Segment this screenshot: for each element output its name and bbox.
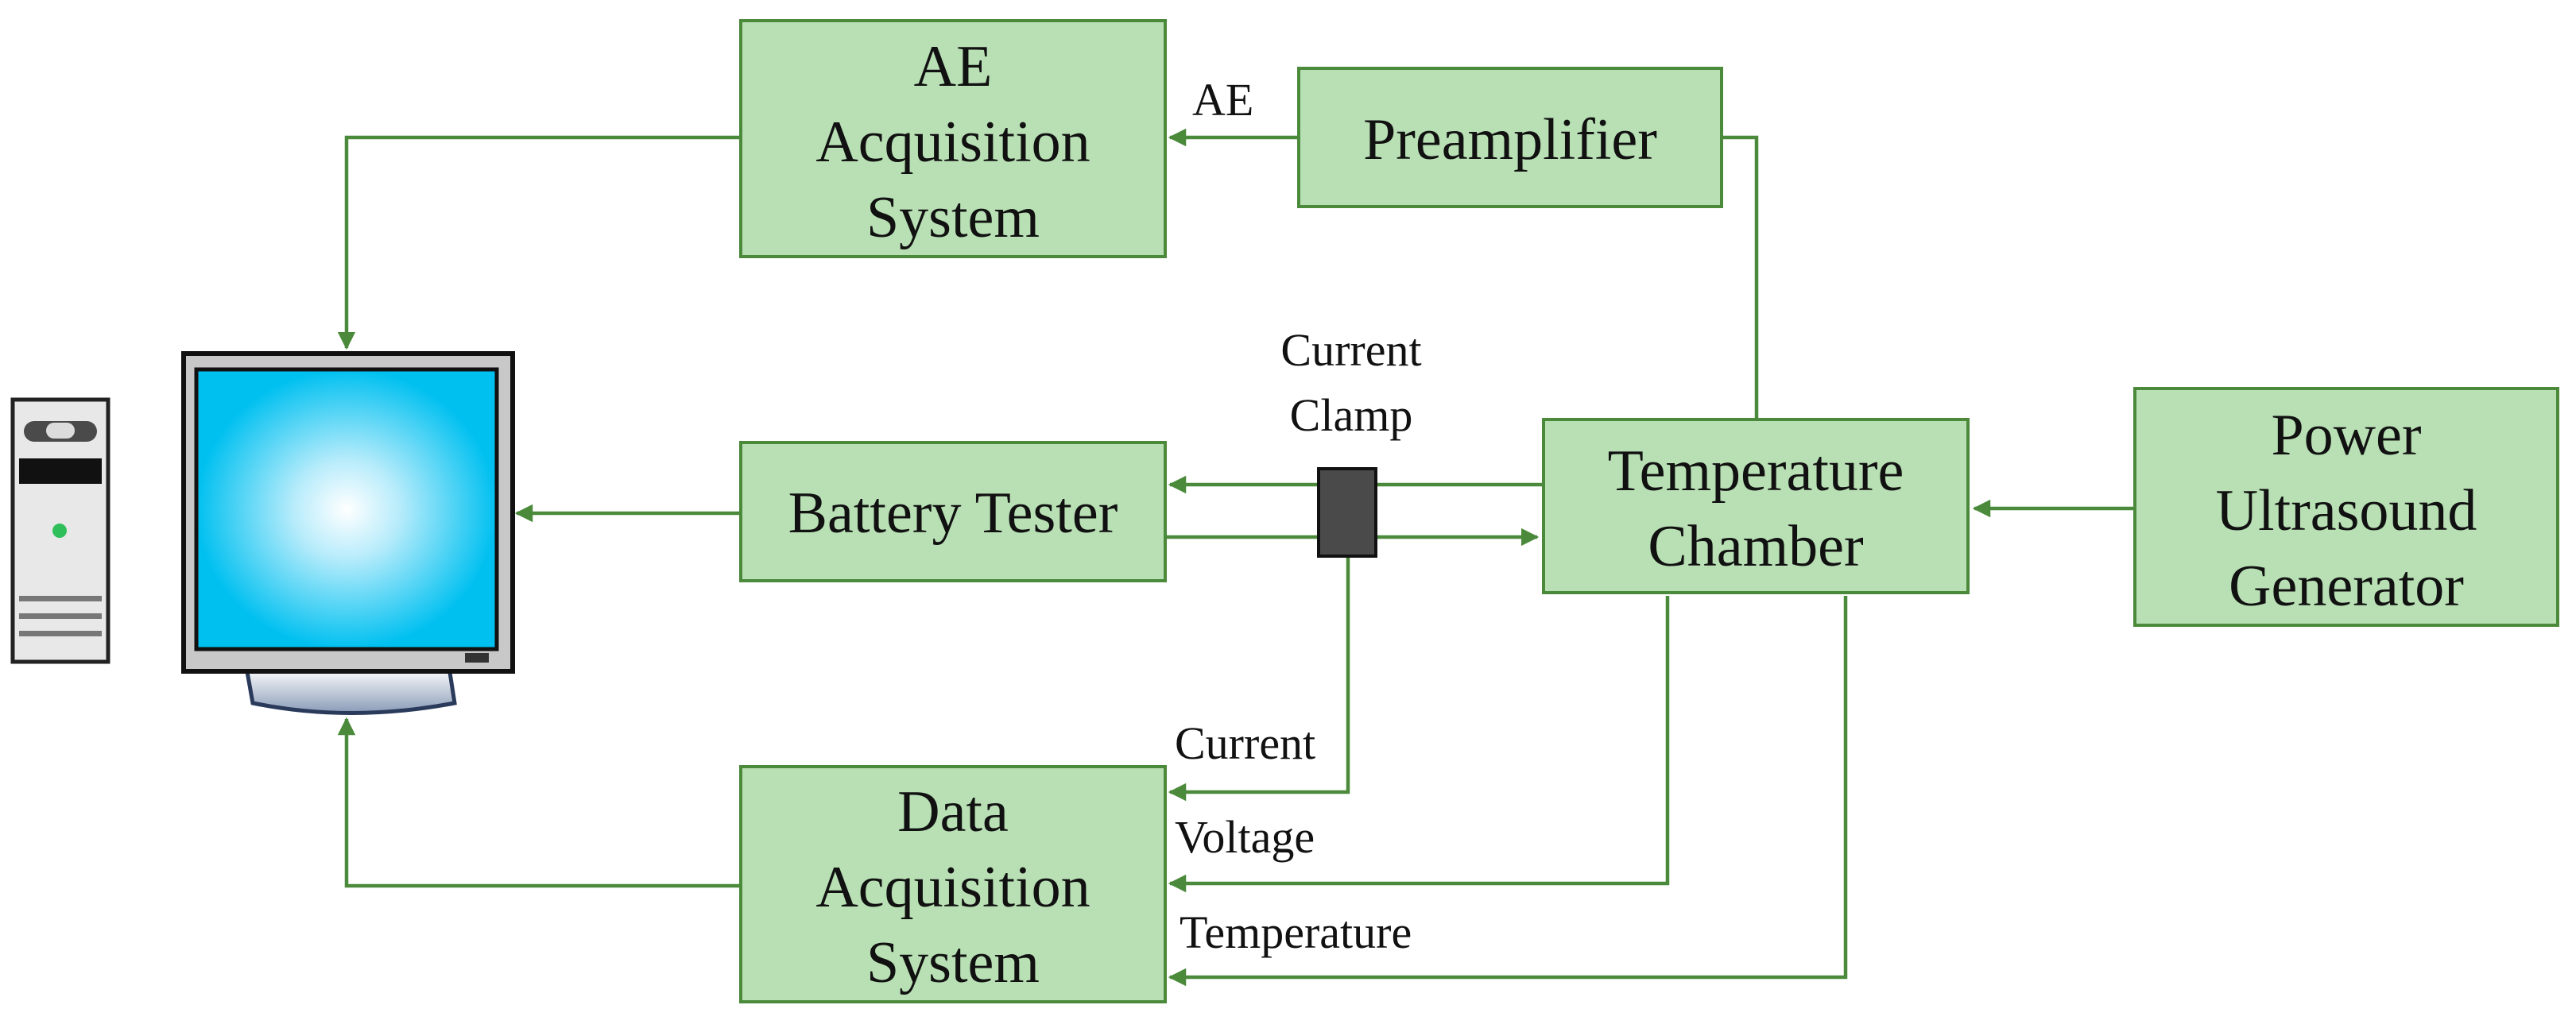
battery-tester-box: Battery Tester [739,441,1167,582]
current-clamp-label-line-1: Current [1280,324,1421,376]
power-ultrasound-generator-box: Power Ultrasound Generator [2133,387,2559,627]
power-ultrasound-line-3: Generator [2229,554,2464,619]
voltage-signal-label: Voltage [1175,811,1315,863]
monitor-icon [181,351,515,715]
ae-acquisition-line-2: Acquisition [815,110,1090,175]
ae-acquisition-system-box: AE Acquisition System [739,19,1167,258]
ae-signal-label: AE [1192,74,1253,126]
arrow-clamp-current-to-daq [1168,556,1350,802]
temperature-chamber-line-2: Chamber [1648,514,1863,579]
data-acquisition-line-2: Acquisition [815,855,1090,920]
power-ultrasound-line-1: Power [2271,403,2421,468]
preamplifier-label: Preamplifier [1363,107,1657,172]
ae-acquisition-line-3: System [866,185,1040,250]
data-acquisition-line-1: Data [897,779,1009,845]
ae-acquisition-line-1: AE [914,34,993,99]
line-chamber-to-preamp [1722,135,1759,419]
current-clamp-label-line-2: Clamp [1290,389,1413,441]
arrow-ae-to-monitor [337,135,741,350]
data-acquisition-line-3: System [866,930,1040,995]
preamplifier-box: Preamplifier [1297,67,1723,208]
pc-tower-icon [10,397,110,664]
power-ultrasound-line-2: Ultrasound [2216,478,2477,543]
temperature-signal-label: Temperature [1180,906,1412,958]
battery-tester-label: Battery Tester [788,481,1118,546]
temperature-chamber-box: Temperature Chamber [1542,418,1970,594]
current-clamp [1317,467,1377,558]
current-signal-label: Current [1175,717,1315,769]
temperature-chamber-line-1: Temperature [1608,439,1904,504]
arrow-daq-to-monitor [337,717,741,888]
arrow-chamber-temperature-to-daq [1168,596,1848,987]
connectors [337,128,2135,987]
data-acquisition-system-box: Data Acquisition System [739,765,1167,1003]
arrow-chamber-voltage-to-daq [1168,596,1670,893]
